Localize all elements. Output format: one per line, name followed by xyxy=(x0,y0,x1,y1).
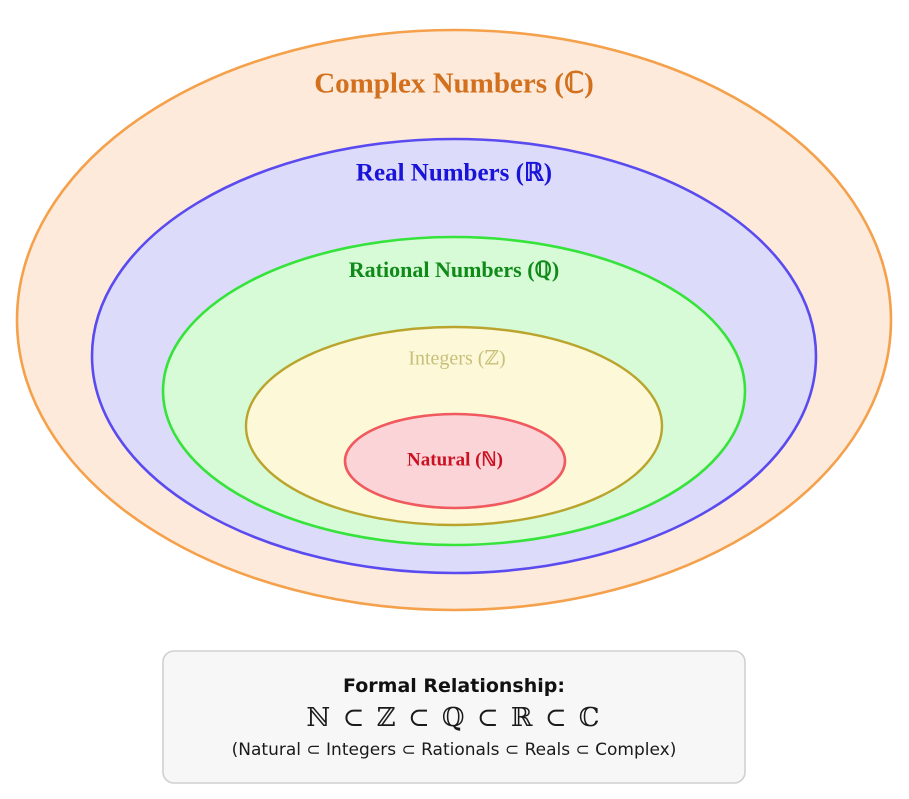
formal-relationship-symbols: ℕ ⊂ ℤ ⊂ ℚ ⊂ ℝ ⊂ ℂ xyxy=(307,703,602,733)
label-complex: Complex Numbers (ℂ) xyxy=(314,68,594,100)
label-rational: Rational Numbers (ℚ) xyxy=(349,257,559,282)
formal-relationship-title: Formal Relationship: xyxy=(343,675,565,697)
label-real: Real Numbers (ℝ) xyxy=(356,160,552,187)
ellipse-natural[interactable] xyxy=(343,412,567,510)
label-integers: Integers (ℤ) xyxy=(408,348,505,370)
formal-relationship-box xyxy=(162,650,746,784)
label-natural: Natural (ℕ) xyxy=(407,449,503,470)
formal-relationship-words: (Natural ⊂ Integers ⊂ Rationals ⊂ Reals … xyxy=(232,740,677,760)
